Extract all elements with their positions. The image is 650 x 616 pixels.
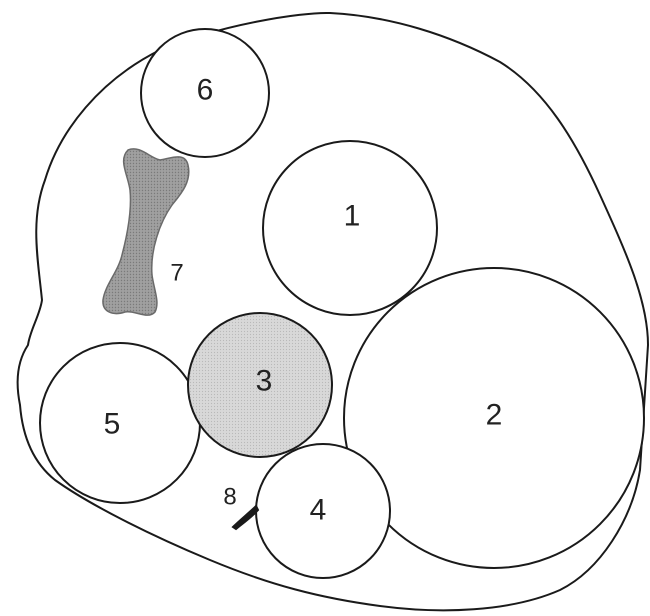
label-1: 1 — [344, 200, 361, 233]
label-2: 2 — [486, 399, 503, 432]
label-3: 3 — [256, 365, 273, 398]
label-6: 6 — [197, 74, 214, 107]
label-5: 5 — [104, 408, 121, 441]
label-4: 4 — [310, 494, 327, 527]
label-8: 8 — [223, 484, 236, 511]
label-7: 7 — [170, 260, 183, 287]
